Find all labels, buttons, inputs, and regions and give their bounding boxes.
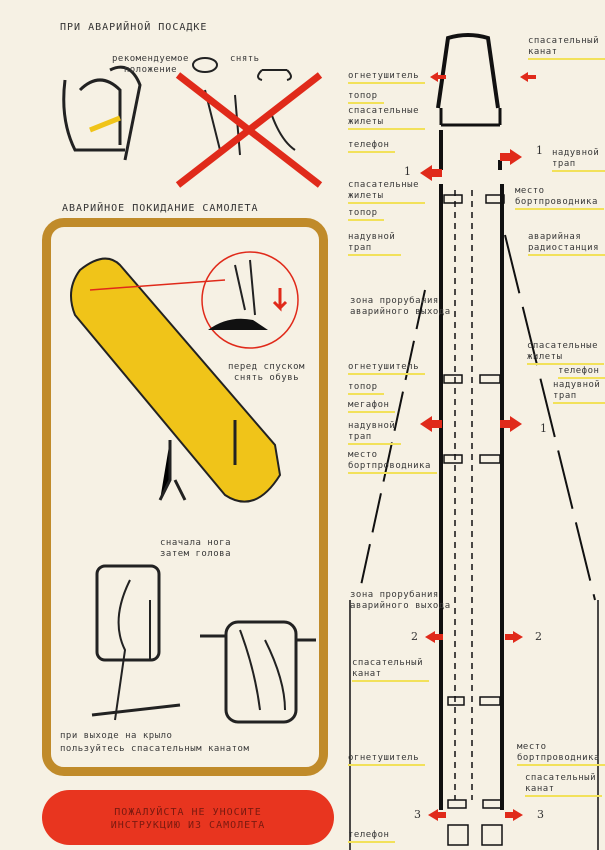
label-life-vests: спасательные жилеты (348, 106, 426, 130)
label-megaphone: мегафон (348, 400, 396, 413)
label-axe: топор (348, 382, 384, 395)
label-radio: аварийная радиостанция (528, 232, 605, 256)
exit-number: 1 (404, 165, 411, 178)
label-axe: топор (348, 208, 384, 221)
do-not-remove-banner: ПОЖАЛУЙСТА НЕ УНОСИТЕ ИНСТРУКЦИЮ ИЗ САМО… (42, 790, 334, 845)
label-phone: телефон (558, 366, 605, 379)
exit-number: 1 (540, 422, 547, 435)
label-phone: телефон (348, 140, 396, 153)
label-attendant-seat: место бортпроводника (348, 450, 437, 474)
label-slide: надувной трап (553, 380, 605, 404)
label-slide: надувной трап (348, 421, 402, 445)
label-cut-zone: зона прорубания аварийного выхода (350, 590, 451, 611)
label-life-vests: спасательные жилеты (348, 180, 426, 204)
exit-number: 1 (536, 144, 543, 157)
label-life-vests: спасательные жилеты (527, 341, 605, 365)
evacuation-frame (42, 218, 328, 776)
label-extinguisher: огнетушитель (348, 362, 426, 375)
exit-number: 2 (535, 630, 542, 643)
label-rope: спасательный канат (525, 773, 603, 797)
exit-number: 2 (411, 630, 418, 643)
label-cut-zone: зона прорубания аварийного выхода (350, 296, 451, 317)
label-slide: надувной трап (348, 232, 402, 256)
slide-illustration (70, 251, 299, 503)
window-exit-illustration (91, 564, 316, 724)
recommended-position-caption: рекомендуемое положение (112, 54, 189, 75)
label-axe: топор (348, 91, 384, 104)
label-extinguisher: огнетушитель (348, 753, 426, 766)
remove-shoes-caption: перед спуском снять обувь (228, 362, 305, 383)
heading-emergency-landing: ПРИ АВАРИЙНОЙ ПОСАДКЕ (60, 22, 208, 33)
label-extinguisher: огнетушитель (348, 71, 426, 84)
leg-first-caption: сначала нога затем голова (160, 538, 232, 559)
label-slide: надувной трап (552, 148, 605, 172)
brace-position-illustration (62, 65, 142, 161)
exit-number: 3 (414, 808, 421, 821)
exit-number: 3 (537, 808, 544, 821)
wing-exit-caption: при выходе на крыло пользуйтесь спасател… (60, 731, 250, 754)
label-rope: спасательный канат (352, 658, 430, 682)
label-attendant-seat: место бортпроводника (517, 742, 605, 766)
label-phone: телефон (348, 830, 396, 843)
exit-arrows (420, 72, 536, 821)
label-rope: спасательный канат (528, 36, 605, 60)
aircraft-plan (349, 33, 599, 850)
label-attendant-seat: место бортпроводника (515, 186, 604, 210)
heading-evacuation: АВАРИЙНОЕ ПОКИДАНИЕ САМОЛЕТА (62, 203, 259, 214)
remove-caption: снять (230, 54, 260, 64)
remove-items-illustration (175, 57, 323, 188)
